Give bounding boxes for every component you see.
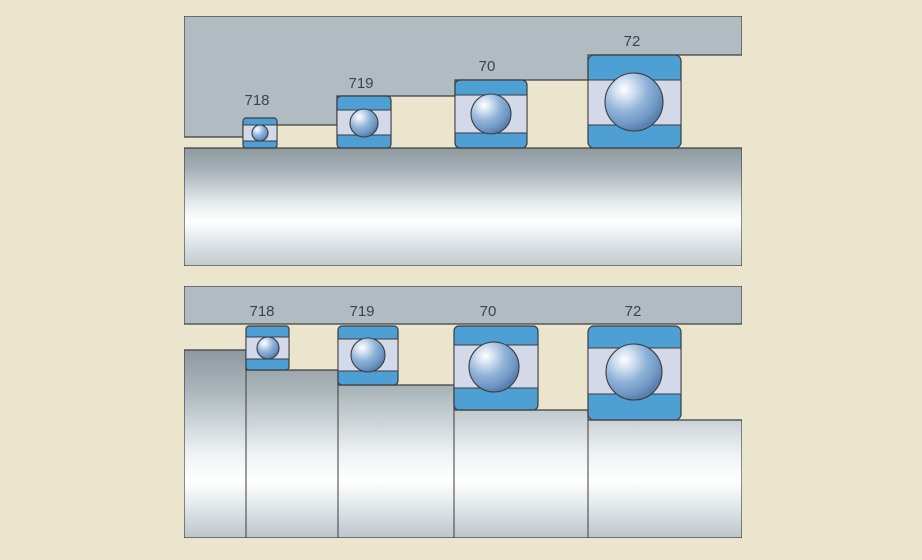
label-718-bottom: 718 [249,303,274,320]
ball-70-top [470,93,512,135]
ball-718-bottom [256,336,280,360]
common-shaft [184,147,742,266]
top-diagram [184,16,742,266]
bearing-719-bottom[interactable] [337,325,399,386]
label-719-top: 719 [348,75,373,92]
label-70-top: 70 [479,58,496,75]
common-housing-bar [184,286,742,325]
bottom-diagram [184,286,742,538]
bearing-70-top[interactable] [454,79,528,149]
label-719-bottom: 719 [349,303,374,320]
bearing-719-top[interactable] [336,95,392,149]
bearing-718-bottom[interactable] [245,325,290,371]
label-718-top: 718 [244,92,269,109]
bearing-72-top[interactable] [587,54,682,149]
label-72-top: 72 [624,33,641,50]
label-72-bottom: 72 [625,303,642,320]
bearing-70-bottom[interactable] [453,325,539,411]
ball-70-bottom [468,341,520,393]
ball-718-top [251,124,269,142]
ball-719-bottom [350,337,386,373]
shaft-step-lines [245,370,589,538]
bearing-718-top[interactable] [242,117,278,149]
label-70-bottom: 70 [480,303,497,320]
ball-719-top [349,108,379,138]
ball-72-top [604,72,664,132]
bearing-72-bottom[interactable] [587,325,682,421]
ball-72-bottom [605,343,663,401]
